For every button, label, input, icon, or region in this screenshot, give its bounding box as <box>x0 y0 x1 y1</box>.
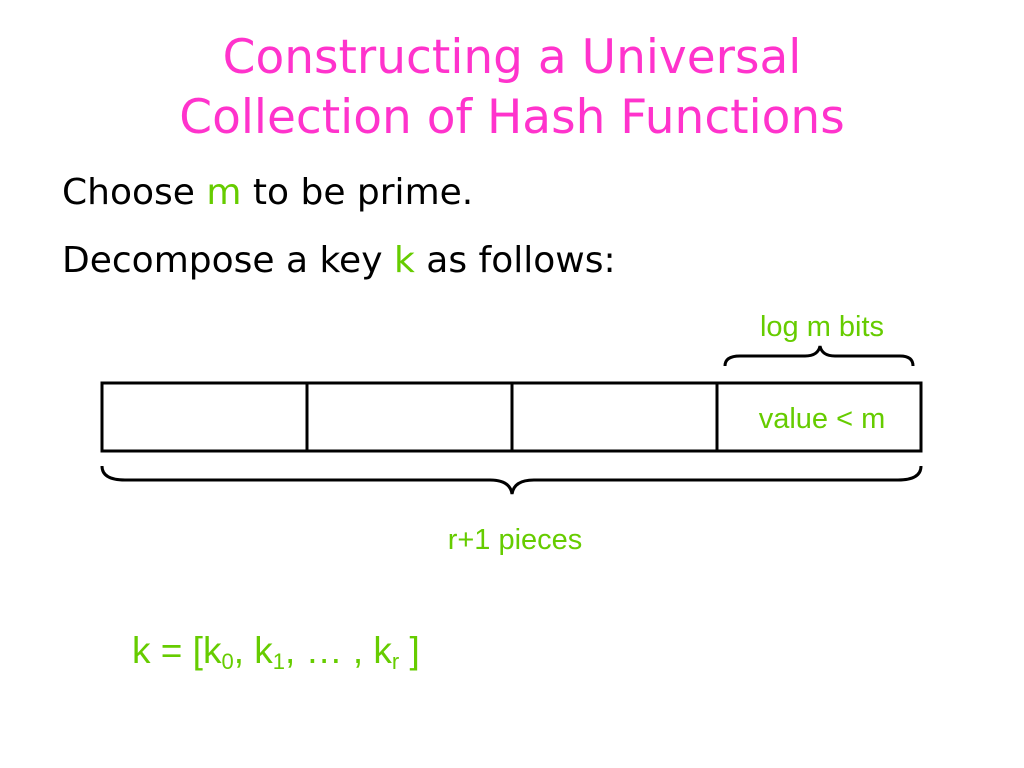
formula-sub-1: 1 <box>272 649 286 674</box>
line2-post: as follows: <box>414 240 616 281</box>
formula-sep-1: , k <box>233 630 273 671</box>
key-cell-1 <box>100 381 309 453</box>
bottom-brace <box>100 465 923 495</box>
key-cell-4 <box>715 381 923 453</box>
top-label: log m bits <box>760 311 884 343</box>
line1-post: to be prime. <box>241 172 474 213</box>
formula-prefix: k = [k <box>132 630 222 671</box>
formula-sub-r: r <box>391 649 400 674</box>
var-k: k <box>393 240 415 281</box>
key-cell-3 <box>510 381 719 453</box>
bullet-decompose-key: Decompose a key k as follows: <box>62 240 616 281</box>
last-cell-label: value < m <box>759 403 886 435</box>
top-brace <box>723 345 915 367</box>
bottom-label: r+1 pieces <box>448 524 583 556</box>
line2-pre: Decompose a key <box>62 240 394 281</box>
title-line-1: Constructing a Universal <box>222 30 802 85</box>
key-formula: k = [k0, k1, … , kr ] <box>132 630 420 674</box>
key-cell-2 <box>305 381 514 453</box>
bullet-choose-m: Choose m to be prime. <box>62 172 473 213</box>
line1-pre: Choose <box>62 172 207 213</box>
var-m: m <box>206 172 242 213</box>
formula-mid: , … , k <box>285 630 392 671</box>
slide-title: Constructing a Universal Collection of H… <box>0 28 1024 148</box>
formula-sub-0: 0 <box>221 649 234 674</box>
title-line-2: Collection of Hash Functions <box>179 90 845 145</box>
formula-suffix: ] <box>399 630 420 671</box>
